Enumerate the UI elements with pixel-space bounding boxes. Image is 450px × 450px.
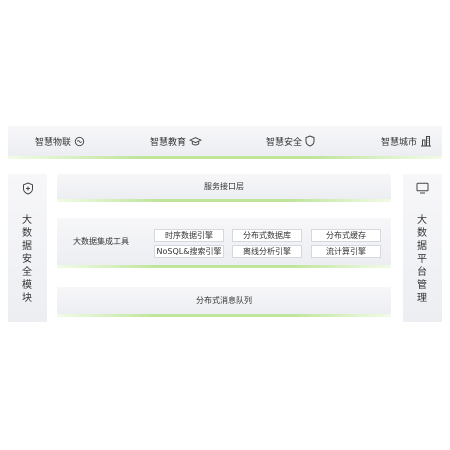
scenario-smart-education: 智慧教育 [150, 134, 203, 148]
scenario-smart-city: 智慧城市 [381, 134, 432, 148]
security-module-title: 大数据安全模块 [22, 215, 32, 304]
platform-management-panel: 大数据平台管理 [403, 174, 442, 322]
scenario-smart-security: 智慧安全 [266, 134, 315, 148]
scenario-smart-city-label: 智慧城市 [381, 137, 418, 148]
scenario-smart-iot: 智慧物联 [35, 134, 85, 148]
integration-underline [57, 265, 391, 268]
engine-stream-computing: 流计算引擎 [311, 245, 381, 258]
scenario-smart-iot-label: 智慧物联 [35, 137, 72, 148]
scenario-bar-underline [8, 156, 442, 159]
engine-distributed-cache: 分布式缓存 [311, 229, 381, 242]
monitor-icon [416, 182, 429, 194]
platform-management-title: 大数据平台管理 [417, 215, 427, 304]
iot-icon [74, 136, 85, 146]
scenario-smart-education-label: 智慧教育 [150, 137, 187, 148]
engine-offline-analysis: 离线分析引擎 [232, 245, 302, 258]
engine-timeseries: 时序数据引擎 [154, 229, 224, 242]
message-queue-layer: 分布式消息队列 [57, 287, 391, 317]
graduation-cap-icon [189, 136, 203, 145]
service-interface-layer-label: 服务接口层 [204, 182, 244, 191]
integration-tools-block: 大数据集成工具 时序数据引擎 分布式数据库 分布式缓存 NoSQL&搜索引擎 离… [57, 218, 391, 268]
shield-plus-icon [23, 182, 33, 195]
service-layer-underline [57, 199, 391, 202]
shield-icon [305, 135, 315, 147]
engine-distributed-database: 分布式数据库 [232, 229, 302, 242]
message-queue-label: 分布式消息队列 [196, 296, 252, 305]
scenario-bar [8, 126, 442, 159]
security-module-panel: 大数据安全模块 [8, 174, 47, 322]
service-interface-layer: 服务接口层 [57, 174, 391, 202]
message-queue-underline [57, 314, 391, 317]
integration-tools-label: 大数据集成工具 [73, 237, 129, 246]
city-icon [421, 136, 432, 147]
engine-nosql-search: NoSQL&搜索引擎 [154, 245, 224, 258]
scenario-smart-security-label: 智慧安全 [266, 137, 303, 148]
